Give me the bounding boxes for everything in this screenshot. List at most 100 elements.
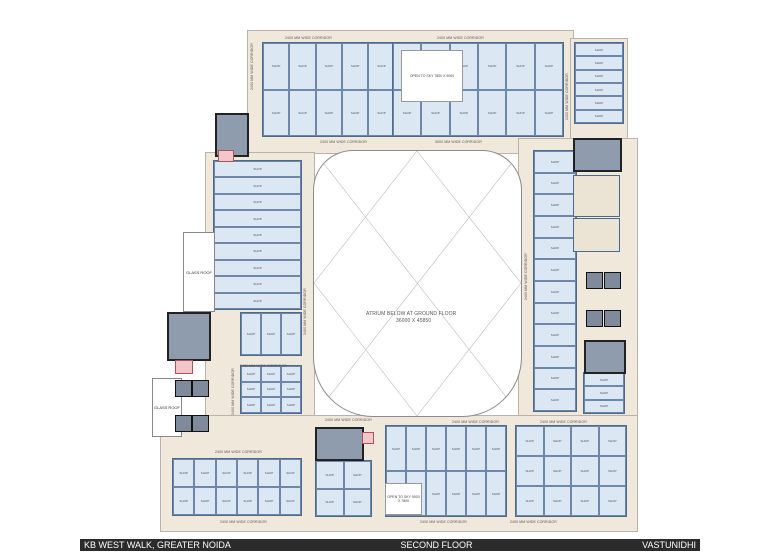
shop-unit: SHOP [214,226,301,244]
shop-unit: SHOP [281,313,301,355]
shop-unit: SHOP [516,456,544,486]
shop-unit: SHOP [237,459,259,487]
shop-unit: SHOP [575,82,623,97]
corridor-label: 2400 MM WIDE CORRIDOR [240,364,287,368]
shop-unit: SHOP [543,426,571,456]
shop-unit: SHOP [534,345,576,368]
corridor-label: 3000 MM WIDE CORRIDOR [435,140,482,144]
corridor-label: 2400 MM WIDE CORRIDOR [452,420,499,424]
toilet-block-1 [573,175,620,217]
shop-unit: SHOP [534,215,576,238]
shop-unit: SHOP [281,381,301,398]
corridor-label: 2400 MM WIDE CORRIDOR [220,520,267,524]
shop-unit: SHOP [534,389,576,411]
shop-unit: SHOP [598,486,626,516]
shop-unit: SHOP [315,89,342,136]
shop-unit: SHOP [279,487,301,515]
shop-unit: SHOP [486,471,506,516]
shop-unit: SHOP [534,172,576,195]
shop-unit: SHOP [426,426,446,471]
shop-unit: SHOP [214,292,301,309]
shop-unit: SHOP [406,426,426,471]
shop-unit: SHOP [466,426,486,471]
shop-unit: SHOP [261,381,281,398]
shop-unit: SHOP [466,471,486,516]
corridor-label: 2400 MM WIDE CORRIDOR [437,36,484,40]
shop-unit: SHOP [534,367,576,390]
glass-roof-left: GLASS ROOF [183,232,215,312]
project-name: KB WEST WALK, GREATER NOIDA [84,540,231,550]
floor-name: SECOND FLOOR [400,540,473,550]
corridor-label: 2400 MM WIDE CORRIDOR [320,140,367,144]
shop-unit: SHOP [534,302,576,325]
corridor-label: 2400 MM WIDE CORRIDOR [540,420,587,424]
shop-unit: SHOP [214,193,301,211]
shop-unit: SHOP [516,426,544,456]
shop-unit: SHOP [571,486,599,516]
shop-unit: SHOP [543,486,571,516]
corridor-label: 2400 MM WIDE CORRIDOR [250,43,254,90]
shop-unit: SHOP [571,456,599,486]
corridor-label: 2400 MM WIDE CORRIDOR [565,73,569,120]
shop-unit: SHOP [543,456,571,486]
shop-unit: SHOP [263,89,290,136]
shop-unit: SHOP [342,89,369,136]
shop-unit: SHOP [281,366,301,382]
shop-unit: SHOP [534,237,576,260]
shop-unit: SHOP [343,488,371,516]
shop-unit: SHOP [214,177,301,194]
shop-unit: SHOP [261,366,281,382]
atrium: ATRIUM BELOW AT GROUND FLOOR 36000 X 458… [313,150,522,417]
shop-unit: SHOP [316,461,344,489]
shop-unit: SHOP [534,280,576,303]
shop-unit: SHOP [506,89,535,136]
shop-unit: SHOP [289,89,316,136]
shop-unit: SHOP [343,461,371,489]
atrium-size: 36000 X 45850 [396,318,432,324]
lift-right-2 [604,272,621,289]
shop-unit: SHOP [534,43,563,90]
shop-unit: SHOP [575,43,623,57]
lift-left-3 [175,415,192,432]
lift-left-4 [192,415,209,432]
corridor-label: 2400 MM WIDE CORRIDOR [510,520,557,524]
shop-unit: SHOP [215,459,237,487]
shop-unit: SHOP [478,43,507,90]
shop-unit: SHOP [279,459,301,487]
shop-unit: SHOP [241,313,261,355]
shop-unit: SHOP [258,487,280,515]
toilet-block-2 [573,218,620,252]
shop-unit: SHOP [516,486,544,516]
shop-unit: SHOP [598,456,626,486]
shop-unit: SHOP [315,43,342,90]
shop-unit: SHOP [173,459,195,487]
shop-unit: SHOP [584,399,624,413]
firm-name: VASTUNIDHI [642,540,696,550]
open-to-sky-bottom: OPEN TO SKY 9000 X 7800 [385,483,422,515]
shop-unit: SHOP [241,366,261,382]
lift-left-1 [175,380,192,397]
shop-unit: SHOP [571,426,599,456]
lift-lobby-left [175,360,193,374]
shop-unit: SHOP [575,56,623,70]
corridor-label: 2400 MM WIDE CORRIDOR [524,253,528,300]
stair-core-right-lower [584,340,626,374]
shop-unit: SHOP [263,43,290,90]
shop-unit: SHOP [194,459,216,487]
shop-unit: SHOP [584,373,624,387]
shop-unit: SHOP [368,43,395,90]
shop-unit: SHOP [534,89,563,136]
corridor-label: 2400 MM WIDE CORRIDOR [285,36,332,40]
stair-core-bottom [315,427,364,461]
lift-left-2 [192,380,209,397]
lift-lobby-bottom [362,432,374,444]
shop-unit: SHOP [534,324,576,346]
shop-unit: SHOP [368,89,395,136]
shop-unit: SHOP [214,210,301,227]
